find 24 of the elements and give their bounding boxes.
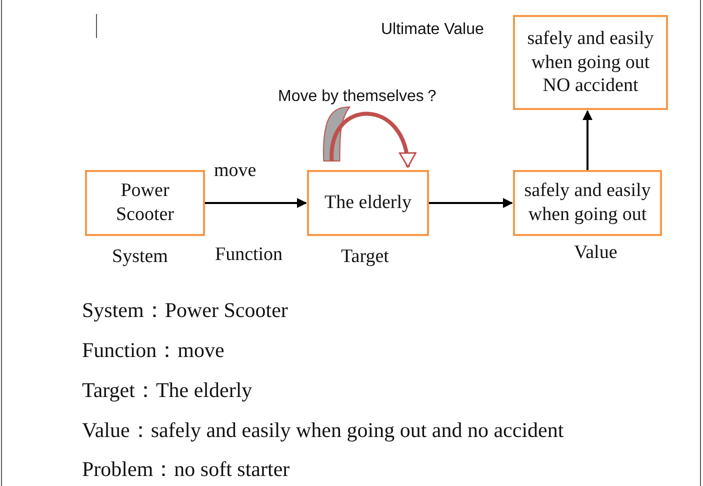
summary-text: System：Power Scooter xyxy=(82,297,288,324)
summary-text: Function：move xyxy=(82,337,224,364)
box-text: safely and easily when going out xyxy=(523,179,652,227)
arrow xyxy=(205,198,307,208)
summary-text: Problem：no soft starter xyxy=(82,456,290,483)
caption-text: Value xyxy=(574,242,618,264)
curved-arrow xyxy=(330,112,416,168)
process-box xyxy=(513,15,668,110)
box-text: safely and easily when going out NO accident xyxy=(526,26,655,98)
caption-text: Ultimate Value xyxy=(381,21,484,39)
box-text: The elderly xyxy=(324,191,412,215)
process-box xyxy=(307,170,429,236)
box-text: Power Scooter xyxy=(114,179,176,227)
caption-text: Function xyxy=(215,244,283,266)
arrow xyxy=(582,110,592,170)
edge-label: move xyxy=(214,160,256,182)
summary-text: Value：safely and easily when going out and no accident xyxy=(82,417,564,444)
caption-text: System xyxy=(112,246,168,268)
summary-text: Target：The elderly xyxy=(82,377,252,404)
caption-text: Target xyxy=(341,246,389,268)
arrow xyxy=(429,198,513,208)
process-box xyxy=(513,170,662,236)
edge-label: Move by themselves？ xyxy=(278,87,440,107)
process-box xyxy=(85,170,205,236)
